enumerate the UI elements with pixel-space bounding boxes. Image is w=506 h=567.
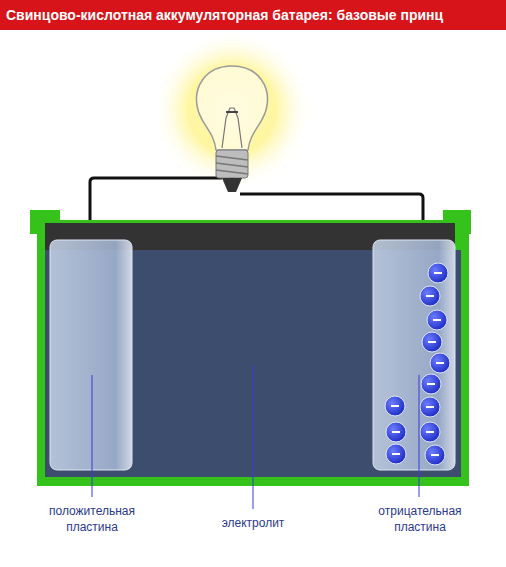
electron — [420, 397, 440, 417]
minus-sign — [433, 319, 441, 321]
negative-plate — [373, 240, 455, 470]
electron-circle — [386, 422, 406, 442]
electrons — [385, 263, 450, 465]
electron — [420, 286, 440, 306]
part-label: положительная пластина — [37, 503, 147, 535]
minus-sign — [431, 454, 439, 456]
minus-sign — [391, 405, 399, 407]
electron-circle — [428, 263, 448, 283]
electron — [420, 422, 440, 442]
electron-circle — [385, 396, 405, 416]
electron — [385, 396, 405, 416]
minus-sign — [426, 406, 434, 408]
light-bulb — [197, 66, 268, 192]
title-bar: Свинцово-кислотная аккумуляторная батаре… — [0, 0, 506, 30]
electron — [428, 263, 448, 283]
minus-sign — [426, 431, 434, 433]
minus-sign — [392, 431, 400, 433]
bulb-glow — [152, 30, 312, 190]
electron-circle — [430, 353, 450, 373]
electron-circle — [420, 397, 440, 417]
minus-sign — [427, 383, 435, 385]
electron-circle — [422, 332, 442, 352]
electron — [421, 374, 441, 394]
electron-circle — [420, 286, 440, 306]
electron-circle — [420, 422, 440, 442]
part-label: электролит — [198, 515, 308, 531]
electron — [427, 310, 447, 330]
electron-circle — [386, 444, 406, 464]
part-label: отрицательная пластина — [365, 503, 475, 535]
electron — [422, 332, 442, 352]
electron-circle — [421, 374, 441, 394]
positive-plate — [50, 240, 132, 470]
electron-circle — [425, 445, 445, 465]
minus-sign — [426, 295, 434, 297]
minus-sign — [392, 453, 400, 455]
minus-sign — [436, 362, 444, 364]
leader-line — [253, 365, 254, 509]
electron — [386, 444, 406, 464]
electron-circle — [427, 310, 447, 330]
electron — [386, 422, 406, 442]
leader-line — [92, 375, 93, 497]
leader-line — [419, 375, 420, 497]
minus-sign — [434, 272, 442, 274]
electron — [430, 353, 450, 373]
electron — [425, 445, 445, 465]
minus-sign — [428, 341, 436, 343]
